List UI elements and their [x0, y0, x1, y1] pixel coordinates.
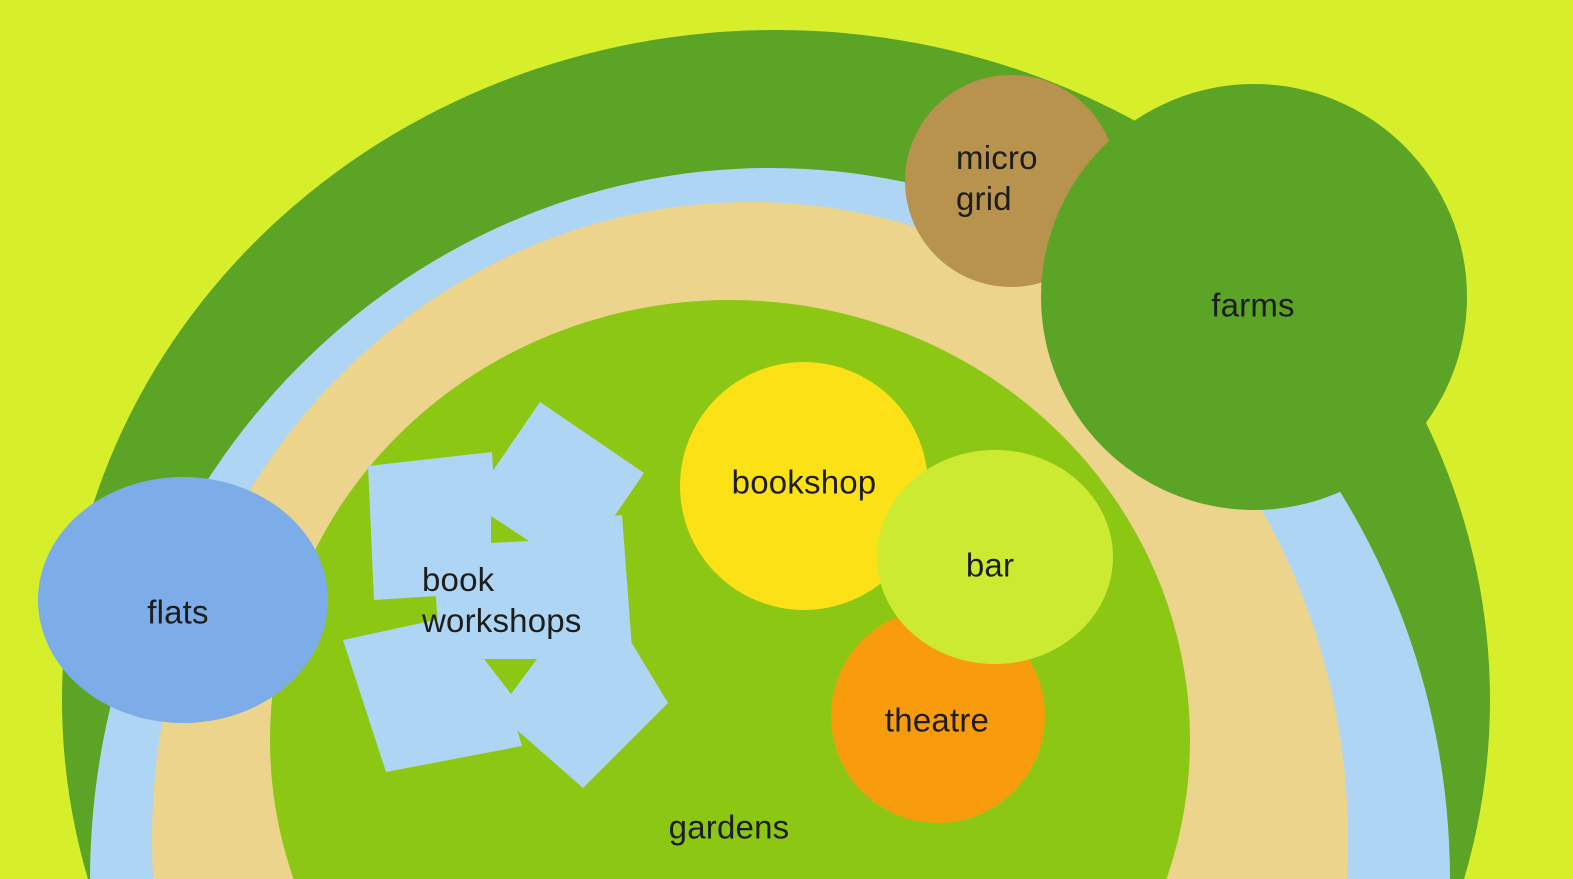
- label-bookshop: bookshop: [731, 463, 877, 501]
- book-workshops-area: [343, 402, 668, 788]
- label-farms: farms: [1211, 286, 1295, 324]
- label-book-workshops-line1: book: [422, 561, 495, 598]
- book-workshops-block: [492, 587, 668, 788]
- label-flats: flats: [147, 593, 209, 631]
- label-theatre: theatre: [884, 701, 990, 739]
- label-book-workshops: book workshops: [422, 559, 582, 641]
- book-workshops-notch: [491, 516, 529, 543]
- bar-area: [877, 450, 1113, 664]
- book-workshops-notch: [484, 659, 537, 694]
- label-micro-grid: micro grid: [956, 137, 1038, 219]
- flats-area: [38, 477, 328, 723]
- book-workshops-block: [343, 610, 522, 772]
- label-micro-grid-line2: grid: [956, 180, 1012, 217]
- label-book-workshops-line2: workshops: [422, 602, 582, 639]
- label-gardens: gardens: [668, 808, 790, 846]
- bookshop-area: [680, 362, 928, 610]
- label-micro-grid-line1: micro: [956, 139, 1038, 176]
- label-bar: bar: [965, 546, 1015, 584]
- farms-area: [1041, 84, 1467, 510]
